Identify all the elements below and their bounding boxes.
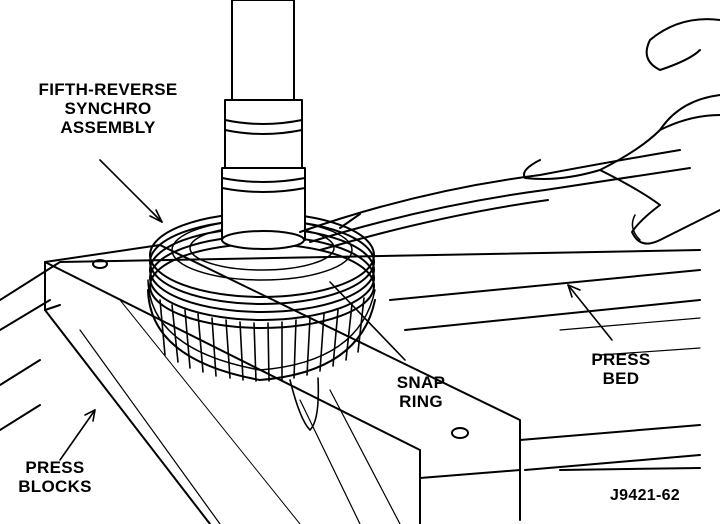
label-line: PRESS [591,350,651,369]
figure-id: J9421-62 [609,487,681,504]
label-line: SYNCHRO [64,99,152,118]
hand [523,18,720,245]
label-line: FIFTH-REVERSE [38,80,178,99]
press-ram [221,0,306,250]
label-line: SNAP [396,373,446,392]
label-line: BLOCKS [18,477,92,496]
label-fifth-reverse-synchro-assembly: FIFTH-REVERSE SYNCHRO ASSEMBLY [22,80,194,137]
label-line: RING [399,392,443,411]
gear [147,279,376,431]
label-press-bed: PRESS BED [576,350,666,388]
label-line: ASSEMBLY [60,118,156,137]
label-line: PRESS [25,458,85,477]
snap-ring-pliers [299,149,691,251]
label-press-blocks: PRESS BLOCKS [6,458,104,496]
leader-lines [59,159,613,461]
label-snap-ring: SNAP RING [382,373,460,411]
press-bed [0,249,701,471]
label-line: BED [602,369,640,388]
